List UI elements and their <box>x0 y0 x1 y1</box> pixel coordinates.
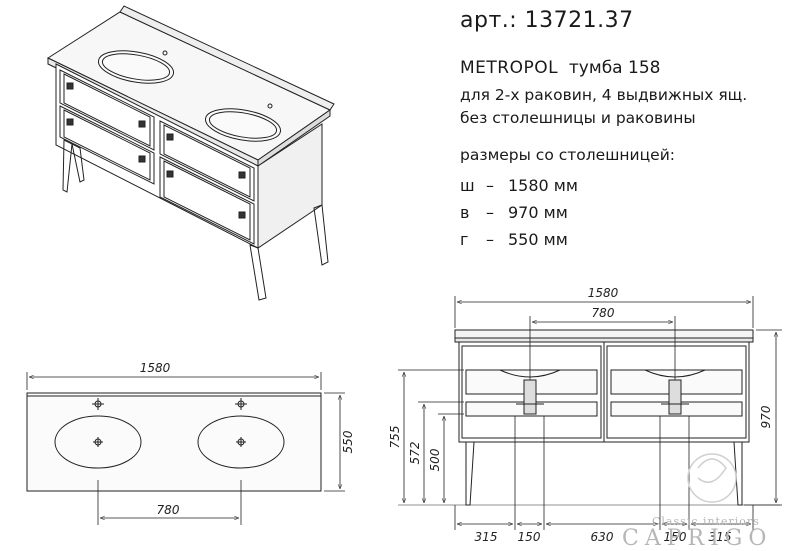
top-width-label: 1580 <box>140 361 171 375</box>
front-width-label: 1580 <box>588 286 619 300</box>
height-572-label: 572 <box>408 442 422 465</box>
bottom-dim-1: 315 <box>475 530 498 544</box>
dimension-width: ш–1580 мм <box>460 176 578 195</box>
brand-tagline: Classic interiors <box>652 515 760 528</box>
brand-logo: CAPRIGO <box>622 526 773 551</box>
bottom-dim-4: 150 <box>664 530 687 544</box>
dimension-height: в–970 мм <box>460 203 568 222</box>
description-line-2: без столешницы и раковины <box>460 109 696 127</box>
description-line-1: для 2-х раковин, 4 выдвижных ящ. <box>460 86 748 104</box>
height-755-label: 755 <box>388 426 402 449</box>
bottom-dim-5: 315 <box>709 530 732 544</box>
dimension-labels: 1580 550 780 1580 780 970 755 572 500 31… <box>140 286 773 544</box>
brand-emblem-icon <box>687 453 737 503</box>
top-view <box>26 372 345 525</box>
model-name: METROPOL <box>460 58 559 78</box>
sizes-title: размеры со столешницей: <box>460 146 675 164</box>
top-depth-label: 550 <box>341 430 355 453</box>
dimension-depth: г–550 мм <box>460 230 568 249</box>
top-sink-spacing-label: 780 <box>157 503 180 517</box>
front-sink-spacing-label: 780 <box>592 306 615 320</box>
bottom-dim-2: 150 <box>518 530 541 544</box>
perspective-view <box>46 5 335 301</box>
model-title: METROPOL тумба 158 <box>460 58 660 78</box>
article-number: арт.: 13721.37 <box>460 8 634 33</box>
front-view <box>398 296 782 530</box>
model-type: тумба 158 <box>568 58 661 78</box>
bottom-dim-3: 630 <box>591 530 614 544</box>
front-height-label: 970 <box>759 405 773 428</box>
height-500-label: 500 <box>428 448 442 471</box>
